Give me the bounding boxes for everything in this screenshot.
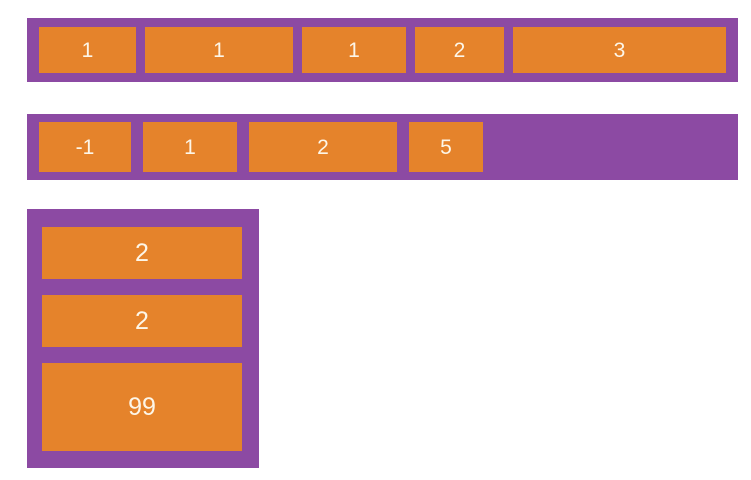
flex-item-label: 2 — [415, 27, 504, 73]
flex-item-label: 2 — [42, 295, 242, 347]
flex-item-label: 2 — [249, 122, 397, 172]
flex-item-label: 99 — [42, 363, 242, 451]
flex-item-label: 3 — [513, 27, 726, 73]
flex-item-label: 1 — [302, 27, 406, 73]
flex-container-top-row: 1 1 1 2 3 — [27, 18, 738, 82]
flex-item-label: 1 — [145, 27, 293, 73]
flex-container-middle-row: -1 1 2 5 — [27, 114, 738, 180]
flex-item-label: 1 — [143, 122, 237, 172]
flex-container-bottom-column: 2 2 99 — [27, 209, 259, 468]
flex-item-label: 2 — [42, 227, 242, 279]
flex-item-label: 1 — [39, 27, 136, 73]
flex-item-label: -1 — [39, 122, 131, 172]
flex-item-label: 5 — [409, 122, 483, 172]
